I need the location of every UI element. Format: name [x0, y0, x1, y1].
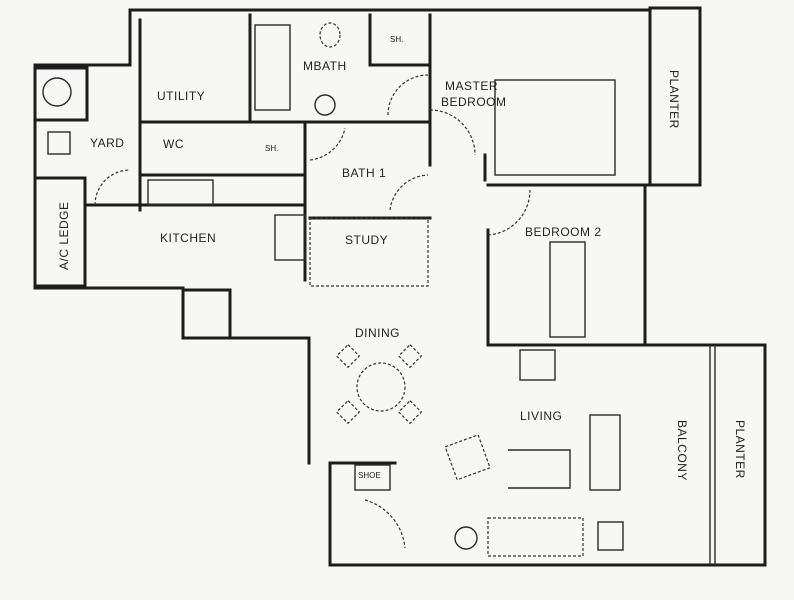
label-sh2: SH. [265, 144, 278, 153]
room-labels: UTILITY MBATH SH. MASTER BEDROOM PLANTER… [57, 35, 747, 481]
label-study: STUDY [345, 233, 388, 247]
interior-walls [83, 13, 647, 491]
label-sh1: SH. [390, 35, 403, 44]
furniture [42, 22, 624, 557]
label-ac-ledge: A/C LEDGE [57, 201, 71, 270]
label-shoe: SHOE [358, 471, 381, 480]
label-mbath: MBATH [303, 59, 347, 73]
label-planter-top: PLANTER [667, 70, 681, 129]
label-master-2: BEDROOM [441, 95, 507, 109]
label-master-1: MASTER [445, 79, 498, 93]
exterior-walls [33, 6, 767, 567]
label-wc: WC [163, 137, 184, 151]
label-bath1: BATH 1 [342, 166, 386, 180]
label-utility: UTILITY [157, 89, 205, 103]
label-living: LIVING [520, 409, 562, 423]
label-yard: YARD [90, 136, 124, 150]
label-bedroom2: BEDROOM 2 [525, 225, 602, 239]
label-dining: DINING [355, 326, 400, 340]
label-planter-bottom: PLANTER [733, 420, 747, 479]
label-balcony: BALCONY [675, 420, 689, 481]
door-swings [94, 74, 531, 549]
label-kitchen: KITCHEN [160, 231, 216, 245]
